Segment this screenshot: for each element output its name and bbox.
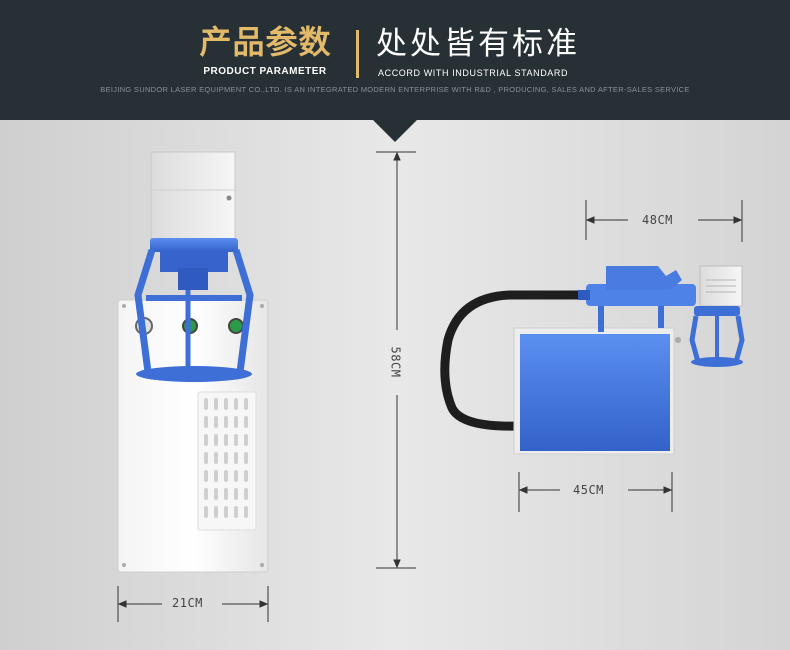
fiber-cable: [440, 290, 591, 431]
front-machine: [117, 151, 269, 573]
dim-head-width: [585, 200, 743, 242]
dim-label-width-front: 21CM: [172, 596, 203, 610]
screw: [122, 304, 126, 308]
side-machine: [440, 265, 745, 455]
blue-ring-base: [136, 366, 252, 382]
side-blue-panel: [520, 334, 670, 451]
gun-handle: [606, 266, 682, 290]
screw: [122, 563, 126, 567]
dim-label-head-width: 48CM: [642, 213, 673, 227]
title-divider: [356, 30, 359, 78]
screw: [260, 304, 264, 308]
header-pointer: [371, 118, 419, 142]
subtitle-cn: 处处皆有标准: [376, 26, 580, 62]
dim-label-width-side: 45CM: [573, 483, 604, 497]
title-cn: 产品参数: [199, 23, 332, 61]
dim-width-front: [117, 586, 269, 622]
blue-mount-top: [150, 238, 238, 252]
company-line: BEIJING SUNDOR LASER EQUIPMENT CO.,LTD. …: [100, 85, 690, 94]
screw: [260, 563, 264, 567]
green-button-icon: [228, 318, 244, 334]
dim-width-side: [518, 472, 673, 512]
title-en: PRODUCT PARAMETER: [203, 66, 327, 77]
header-banner: 产品参数 PRODUCT PARAMETER 处处皆有标准 ACCORD WIT…: [0, 0, 790, 142]
vent-slots: [204, 398, 248, 518]
subtitle-en: ACCORD WITH INDUSTRIAL STANDARD: [378, 68, 569, 78]
laser-head-box: [150, 151, 236, 241]
dim-height: [376, 151, 416, 569]
dim-label-height: 58CM: [388, 346, 403, 378]
